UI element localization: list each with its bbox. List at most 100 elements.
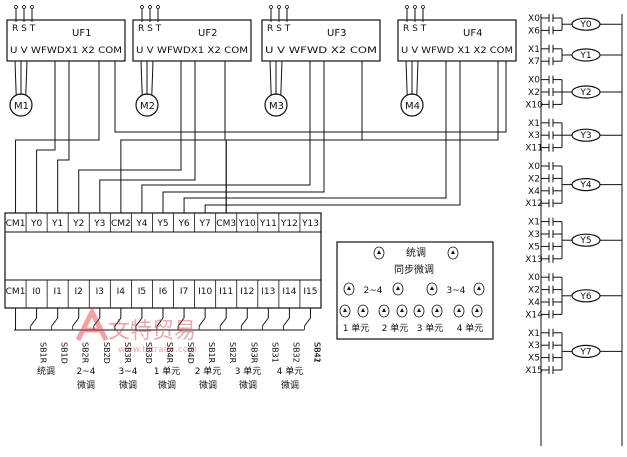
group-label-line2: 微调: [158, 379, 176, 391]
inverter-box: [261, 19, 381, 62]
panel-title: 统调: [406, 246, 426, 259]
switch-14: SB41: [304, 308, 321, 363]
switch-4: SB2D: [93, 308, 111, 364]
inverter-top-terminals: R S T: [403, 24, 427, 34]
knob-outline: [373, 246, 385, 260]
input-terminal-i7: I7: [180, 287, 188, 297]
switch-5: SB3R: [114, 308, 132, 364]
inverter-bottom-terminals: U V WFWD X2 COM: [265, 46, 377, 56]
wire: [15, 61, 100, 213]
knob-outline: [378, 304, 390, 318]
knob-outline: [396, 304, 408, 318]
wire: [72, 317, 80, 327]
switch-label: SB4R: [165, 342, 174, 364]
knob-icon: [392, 282, 404, 296]
contact-label: X10: [525, 100, 543, 110]
knob-outline: [339, 304, 351, 318]
knob-icon: [343, 282, 355, 296]
contact-label: X5: [528, 242, 540, 252]
wire: [156, 317, 164, 327]
panel-range-b: 3~4: [447, 286, 466, 296]
knob-outline: [471, 304, 483, 318]
inverter-top-terminals: R S T: [138, 24, 162, 34]
wire: [140, 60, 143, 96]
coil-label: Y1: [579, 51, 591, 61]
contact-label: X7: [528, 57, 540, 67]
knob-icon: [473, 282, 485, 296]
group-label-line1: 3 单元: [235, 365, 262, 377]
input-terminal-i4: I4: [117, 287, 126, 297]
inverter-bottom-terminals: U V WFWDX1 X2 COM: [10, 46, 122, 56]
knob-outline: [447, 246, 459, 260]
terminal-dot: [413, 5, 417, 9]
contact-label: X5: [528, 354, 540, 364]
knob-outline: [431, 304, 443, 318]
switch-label: SB2R: [228, 342, 237, 364]
output-terminal-cm3: CM3: [216, 219, 236, 229]
input-terminal-i6: I6: [159, 287, 168, 297]
wire: [280, 60, 283, 96]
wire: [135, 317, 143, 327]
knob-pointer: [451, 250, 455, 254]
coil-label: Y3: [579, 131, 591, 141]
terminal-dot: [148, 5, 152, 9]
knob-icon: [378, 304, 390, 318]
inverter-name: UF2: [198, 28, 217, 39]
knob-icon: [373, 246, 385, 260]
input-terminal-i1: I1: [53, 287, 61, 297]
wire: [120, 61, 226, 213]
group-label-line2: 微调: [77, 379, 95, 391]
knob-outline: [413, 304, 425, 318]
inverter-box: [132, 19, 252, 62]
wire: [219, 317, 227, 327]
switch-label: SB2R: [81, 342, 90, 364]
wire: [183, 61, 447, 213]
contact-label: X2: [528, 286, 540, 296]
knob-icon: [431, 304, 443, 318]
inverter-bottom-terminals: U V WFWDX1 X2 COM: [136, 46, 248, 56]
wire: [162, 61, 325, 213]
knob-icon: [447, 246, 459, 260]
input-terminal-i3: I3: [96, 287, 104, 297]
terminal-dot: [421, 5, 425, 9]
switch-13: SB32: [282, 308, 300, 363]
contact-label: X0: [528, 273, 540, 283]
wire: [204, 61, 461, 213]
contact-label: X2: [528, 174, 540, 184]
switch-label: SB2D: [102, 342, 111, 364]
switch-label: SB31: [270, 342, 279, 363]
output-terminal-y10: Y10: [238, 219, 256, 229]
group-label-line1: 4 单元: [277, 365, 304, 377]
terminal-dot: [405, 5, 409, 9]
ladder-diagram: X0X6Y0X1X7Y1X0X2X10Y2X1X3X11Y3X0X2X4X12Y…: [525, 14, 623, 446]
watermark-logo: [75, 306, 109, 342]
knob-pointer: [400, 308, 404, 312]
switch-label: SB3R: [123, 342, 132, 364]
output-terminal-y13: Y13: [301, 219, 319, 229]
switch-9: SB1R: [198, 308, 216, 364]
contact-label: X3: [528, 230, 540, 240]
terminal-dot: [22, 5, 26, 9]
inverter-box: [6, 19, 126, 62]
contact-label: X11: [525, 144, 543, 154]
knob-icon: [413, 304, 425, 318]
input-terminal-i10: I10: [198, 287, 212, 297]
contact-label: X12: [525, 199, 543, 209]
group-label-line1: 1 单元: [154, 365, 181, 377]
wire: [261, 317, 269, 327]
contact-label: X4: [528, 298, 540, 308]
inverter-bottom-terminals: U V WFWD X1 X2 COM: [401, 46, 513, 56]
terminal-dot: [156, 5, 160, 9]
inverter-top-terminals: R S T: [12, 24, 36, 34]
terminal-dot: [269, 5, 273, 9]
output-terminal-y6: Y6: [177, 219, 189, 229]
motor-label: M2: [140, 101, 155, 112]
knob-pointer: [430, 286, 434, 290]
wire: [114, 317, 122, 327]
knob-icon: [396, 304, 408, 318]
wire: [14, 60, 17, 96]
